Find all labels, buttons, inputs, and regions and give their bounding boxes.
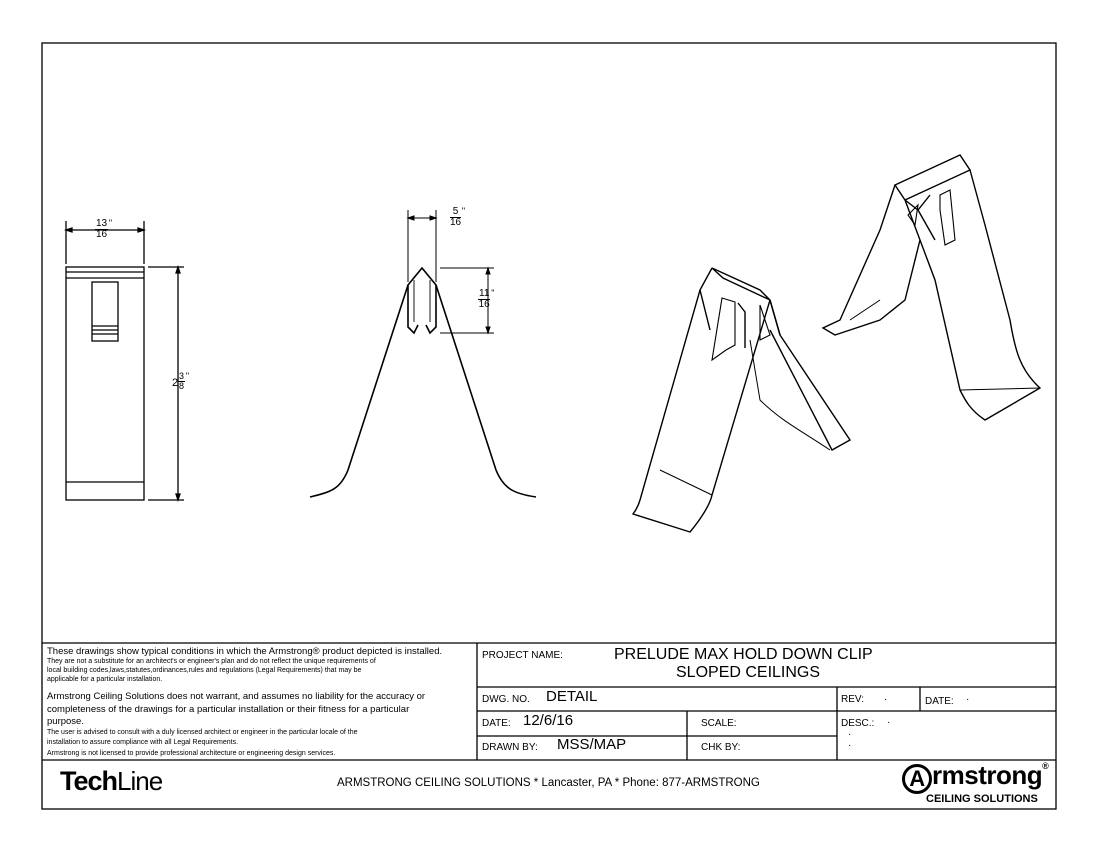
techline-logo: TechLine — [60, 766, 163, 796]
desc-value: · — [887, 717, 891, 728]
date-label: DATE: — [482, 718, 511, 729]
isometric-view-1 — [632, 267, 852, 533]
armstrong-logo-subtitle: CEILING SOLUTIONS — [926, 793, 1038, 805]
disclaimer-line: installation to assure compliance with a… — [47, 739, 239, 746]
date-value: 12/6/16 — [523, 712, 574, 729]
disclaimer-line: Armstrong Ceiling Solutions does not war… — [47, 691, 426, 702]
date-label-right: DATE: — [925, 696, 954, 707]
drawn-by-label: DRAWN BY: — [482, 742, 538, 753]
sheet-border — [41, 42, 1057, 810]
armstrong-logo-reg: ® — [1042, 761, 1049, 771]
disclaimer-line: completeness of the drawings for a parti… — [47, 704, 410, 715]
rev-value: · — [884, 694, 888, 705]
side-view — [309, 210, 537, 498]
isometric-view-2 — [821, 154, 1042, 421]
armstrong-logo-ring: A — [902, 764, 932, 794]
disclaimer-line: purpose. — [47, 716, 84, 727]
project-name-line2: SLOPED CEILINGS — [676, 664, 821, 681]
desc-line3: · — [848, 740, 852, 751]
techline-logo-bold: Tech — [60, 766, 118, 796]
armstrong-logo-text: rmstrong — [932, 760, 1043, 790]
dim-height-side: 11 16 " — [478, 288, 495, 310]
company-contact-line: ARMSTRONG CEILING SOLUTIONS * Lancaster,… — [337, 777, 760, 789]
drawn-by-value: MSS/MAP — [557, 736, 627, 753]
project-name-line1: PRELUDE MAX HOLD DOWN CLIP — [614, 646, 873, 663]
chk-by-label: CHK BY: — [701, 742, 741, 753]
dim-width-side: 5 16 " — [450, 206, 466, 228]
desc-line2: · — [848, 729, 852, 740]
dim-width-front: 13 16 " — [95, 218, 113, 240]
disclaimer-line: The user is advised to consult with a du… — [47, 729, 358, 736]
scale-label: SCALE: — [701, 718, 737, 729]
front-view — [63, 221, 184, 503]
dim-height-front: 3 8 " — [178, 371, 190, 391]
project-name-label: PROJECT NAME: — [482, 650, 563, 661]
disclaimer-line: Armstrong is not licensed to provide pro… — [47, 750, 336, 757]
dwg-no-value: DETAIL — [546, 688, 598, 705]
rev-label: REV: — [841, 694, 864, 705]
dim-height-front-whole: 2 — [172, 377, 179, 389]
techline-logo-light: Line — [117, 766, 163, 796]
disclaimer-line: local building codes,laws,statutes,ordin… — [47, 667, 362, 674]
desc-label: DESC.: — [841, 718, 875, 729]
date-value-right: · — [966, 694, 970, 705]
disclaimer-line: They are not a substitute for an archite… — [47, 658, 376, 665]
disclaimer-line: These drawings show typical conditions i… — [47, 646, 443, 657]
dwg-no-label: DWG. NO. — [482, 694, 530, 705]
disclaimer-line: applicable for a particular installation… — [47, 676, 163, 683]
